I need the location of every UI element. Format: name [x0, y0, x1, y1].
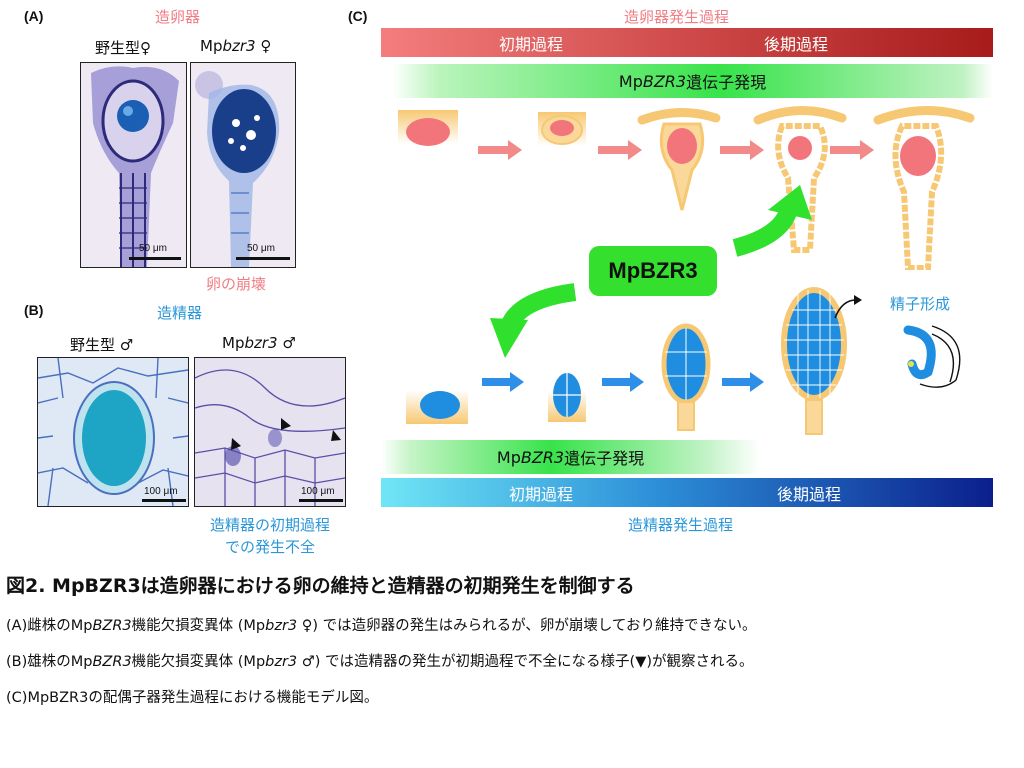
antheridium-stage-2	[548, 373, 586, 422]
panel-b-mut-italic: bzr3	[244, 334, 278, 352]
panel-b-note-1: 造精器の初期過程	[209, 516, 330, 534]
arrow-right-icon	[482, 372, 524, 392]
arrowhead-marker	[231, 438, 241, 450]
top-expression-suffix: 遺伝子発現	[686, 73, 767, 92]
bottom-expression-suffix: 遺伝子発現	[564, 449, 645, 468]
antheridium-stage-3	[661, 323, 711, 431]
top-expression-prefix: Mp	[618, 71, 643, 91]
panel-a-title: 造卵器	[155, 8, 201, 26]
caption-italic: BZR3	[92, 654, 132, 670]
arrow-release-icon	[854, 295, 862, 305]
caption-line-a: (A)雌株のMpBZR3機能欠損変異体 (Mpbzr3 ♀) では造卵器の発生は…	[6, 614, 756, 635]
archegonium-stage-5	[873, 106, 975, 270]
panel-b-mut-prefix: Mp	[222, 334, 245, 352]
archegonium-development-diagram	[398, 106, 975, 270]
scale-text-a-mut: 50 μm	[247, 243, 275, 254]
panel-b-title: 造精器	[157, 304, 203, 322]
panel-a-note: 卵の崩壊	[206, 275, 267, 293]
micrograph-archegonium-wt: 50 μm	[80, 62, 187, 268]
panel-b-label: (B)	[24, 302, 44, 318]
archegonium-stage-2	[538, 112, 586, 146]
panel-c-label: (C)	[348, 8, 368, 24]
antheridium-stage-4	[781, 287, 862, 435]
panel-b-note-2: での発生不全	[224, 538, 315, 556]
caption-text: (B)雄株のMp	[6, 654, 93, 670]
bottom-expression-italic: BZR3	[520, 447, 565, 467]
archegonium-stage-bar: 初期過程 後期過程	[381, 28, 993, 57]
green-arrow-up-icon	[768, 185, 812, 220]
caption-text: ♀) では造卵器の発生はみられるが、卵が崩壊しており維持できない。	[297, 618, 757, 634]
arrow-right-icon	[722, 372, 764, 392]
top-expression-italic: BZR3	[642, 71, 687, 91]
antheridium-late-label: 後期過程	[777, 484, 842, 504]
scale-bar	[236, 257, 290, 260]
archegonium-stage-4	[753, 106, 847, 253]
caption-text: ♂) では造精器の発生が初期過程で不全になる様子(▼)が観察される。	[297, 654, 754, 670]
scale-bar	[129, 257, 181, 260]
scale-text-a-wt: 50 μm	[139, 243, 167, 254]
mpbzr3-box: MpBZR3	[589, 246, 717, 296]
archegonium-late-label: 後期過程	[764, 34, 829, 54]
sperm-cell	[903, 325, 961, 388]
panel-b-mut-label: Mpbzr3 ♂	[222, 334, 296, 352]
panel-a-mut-label: Mpbzr3 ♀	[200, 37, 271, 55]
scale-bar	[299, 499, 343, 502]
bottom-expression-prefix: Mp	[496, 447, 521, 467]
caption-line-b: (B)雄株のMpBZR3機能欠損変異体 (Mpbzr3 ♂) では造精器の発生が…	[6, 650, 754, 671]
panel-a-mut-italic: bzr3	[222, 37, 256, 55]
arrow-right-icon	[720, 140, 764, 160]
antheridium-development-diagram	[406, 287, 961, 435]
archegonium-process-title: 造卵器発生過程	[624, 8, 730, 26]
antheridium-stage-bar: 初期過程 後期過程	[381, 478, 993, 507]
archegonium-stage-1	[398, 110, 458, 146]
panel-a-mut-prefix: Mp	[200, 37, 223, 55]
archegonium-early-label: 初期過程	[499, 34, 564, 54]
antheridium-stage-1	[406, 390, 468, 424]
archegonium-stage-3	[637, 107, 721, 211]
figure-caption-title: 図2. MpBZR3は造卵器における卵の維持と造精器の初期発生を制御する	[6, 575, 635, 597]
caption-line-c: (C)MpBZR3の配偶子器発生過程における機能モデル図。	[6, 690, 379, 706]
caption-italic: bzr3	[265, 654, 298, 670]
scale-text-b-wt: 100 μm	[144, 486, 178, 497]
micrograph-archegonium-mutant: 50 μm	[190, 62, 296, 268]
arrowhead-marker	[331, 430, 341, 441]
arrow-right-icon	[598, 140, 642, 160]
scale-bar	[142, 499, 186, 502]
arrow-right-icon	[830, 140, 874, 160]
micrograph-antheridium-wt: 100 μm	[37, 357, 189, 507]
caption-text: 機能欠損変異体 (Mp	[131, 618, 266, 634]
caption-italic: BZR3	[92, 618, 132, 634]
mpbzr3-action-arrows	[490, 185, 812, 358]
panel-a-label: (A)	[24, 8, 44, 24]
panel-a-wt-label: 野生型♀	[95, 39, 151, 57]
scale-text-b-mut: 100 μm	[301, 486, 335, 497]
green-arrow-down-icon	[490, 318, 528, 358]
arrow-right-icon	[478, 140, 522, 160]
spermatogenesis-label: 精子形成	[890, 295, 951, 313]
caption-text: (A)雌株のMp	[6, 618, 93, 634]
arrow-right-icon	[602, 372, 644, 392]
antheridium-process-title: 造精器発生過程	[628, 516, 734, 534]
micrograph-antheridium-mutant: 100 μm	[194, 357, 346, 507]
caption-italic: bzr3	[265, 618, 298, 634]
antheridium-early-label: 初期過程	[509, 484, 574, 504]
panel-b-wt-label: 野生型 ♂	[70, 336, 134, 354]
arrowhead-marker	[281, 418, 291, 430]
panel-a-mut-suffix: ♀	[255, 37, 272, 55]
caption-text: 機能欠損変異体 (Mp	[131, 654, 266, 670]
panel-b-mut-suffix: ♂	[277, 334, 296, 352]
